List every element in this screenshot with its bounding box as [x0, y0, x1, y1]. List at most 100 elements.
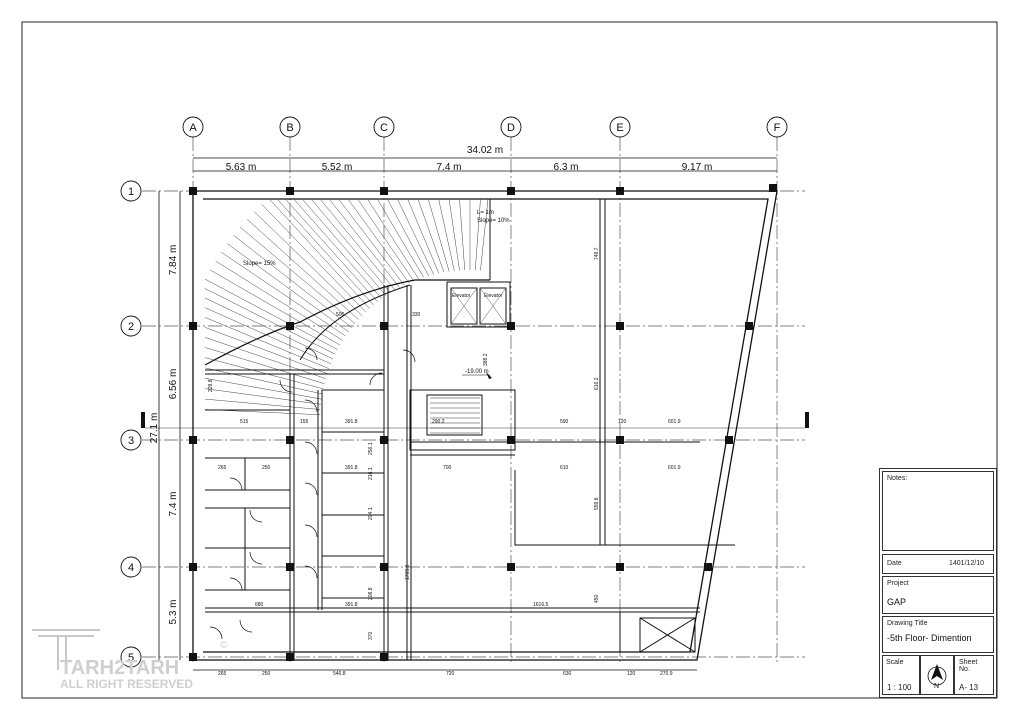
svg-text:388.2: 388.2	[483, 353, 489, 366]
row-spacing-45: 5.3 m	[168, 599, 179, 624]
ramp-hatch-line	[357, 198, 415, 282]
drawing-title-value: -5th Floor- Dimention	[887, 633, 972, 643]
ramp-slope-label: Slope= 10%	[477, 218, 510, 224]
ramp-hatch-line	[269, 198, 370, 309]
row-spacing-12: 7.84 m	[168, 245, 179, 276]
column-square	[286, 563, 294, 571]
column-square	[616, 187, 624, 195]
svg-text:120: 120	[627, 671, 636, 677]
grid-label-col: B	[286, 122, 293, 134]
ramp-hatch-line	[204, 398, 321, 410]
level-mark: -19.00 m	[465, 369, 489, 375]
svg-text:229.8: 229.8	[208, 379, 214, 392]
stair	[430, 397, 480, 434]
column-square	[189, 653, 197, 661]
ramp-hatch-line	[233, 235, 352, 328]
svg-text:506: 506	[336, 312, 345, 318]
ramp-hatch-line	[246, 219, 359, 320]
grid-label-row: 3	[128, 435, 134, 447]
sheet-value: A- 13	[959, 683, 979, 692]
ramp-hatch-line	[448, 198, 460, 271]
col-spacing-cd: 7.4 m	[436, 162, 461, 173]
ramp-hatch-line	[261, 204, 366, 313]
section-marker-left	[141, 412, 145, 428]
grid-label-col: D	[507, 122, 515, 134]
parking-ramp	[204, 198, 489, 416]
column-square	[380, 187, 388, 195]
ramp-hatch-line	[204, 367, 323, 395]
svg-text:1709.8: 1709.8	[405, 564, 411, 580]
grid-label-col: F	[774, 122, 781, 134]
svg-text:680: 680	[255, 602, 264, 608]
svg-text:601.9: 601.9	[668, 465, 681, 471]
ramp-hatch-line	[254, 211, 363, 316]
ramp-hatch-line	[387, 198, 429, 276]
svg-text:290.2: 290.2	[432, 419, 445, 425]
column-square	[616, 436, 624, 444]
grid-bubble-row	[120, 429, 142, 451]
svg-text:1616.5: 1616.5	[533, 602, 549, 608]
svg-text:216.1: 216.1	[368, 467, 374, 480]
elevator-label-1: Elevator	[452, 293, 471, 299]
top-dimension-chain	[193, 157, 777, 172]
section-marker-right	[805, 412, 809, 428]
column-square	[380, 322, 388, 330]
column-square	[286, 653, 294, 661]
svg-text:450: 450	[594, 594, 600, 603]
ramp-hatch-line	[204, 388, 321, 405]
grid-label-col: A	[189, 122, 197, 134]
svg-text:370: 370	[368, 631, 374, 640]
grid-bubble-col	[182, 116, 204, 138]
elevator-cars	[450, 287, 507, 325]
grid-bubble-col	[500, 116, 522, 138]
column-square	[507, 436, 515, 444]
col-spacing-bc: 5.52 m	[322, 162, 353, 173]
ramp-hatch-line	[438, 198, 455, 271]
row-spacing-23: 6.56 m	[168, 369, 179, 400]
svg-text:391.8: 391.8	[345, 465, 358, 471]
svg-text:546.8: 546.8	[333, 671, 346, 677]
grid-label-row: 1	[128, 186, 134, 198]
svg-text:N: N	[934, 683, 939, 690]
grid-bubble-col	[766, 116, 788, 138]
ramp-hatch-line	[204, 307, 332, 365]
svg-text:155: 155	[300, 419, 309, 425]
ramp-hatch-line	[319, 198, 396, 291]
ramp-hatch-line	[310, 198, 391, 293]
grid-label-row: 5	[128, 652, 134, 664]
ramp-hatch-line	[302, 198, 387, 296]
col-spacing-de: 6.3 m	[553, 162, 578, 173]
ramp-hatch-line	[204, 278, 338, 350]
svg-text:250: 250	[262, 465, 271, 471]
ramp-hatch-line	[204, 337, 326, 379]
grid-label-col: C	[380, 122, 388, 134]
column-square	[745, 322, 753, 330]
date-box: Date 1401/12/10	[882, 554, 994, 574]
interior-dimensions: 506 330 748.7 388.2 616.2 515 155 391.8 …	[208, 247, 681, 677]
grid-bubble-row	[120, 315, 142, 337]
ramp-hatch-line	[204, 378, 322, 400]
notes-box: Notes:	[882, 471, 994, 551]
ramp-length-label: L= 1m	[477, 210, 494, 216]
column-square	[286, 187, 294, 195]
column-square	[704, 563, 712, 571]
interior-walls	[205, 199, 735, 660]
grid-bubble-col	[279, 116, 301, 138]
ramp-hatch-line	[204, 297, 334, 360]
watermark-copyright: ©	[220, 640, 228, 651]
ramp-hatch-line	[417, 198, 445, 273]
column-square	[189, 187, 197, 195]
svg-text:601.9: 601.9	[668, 419, 681, 425]
svg-text:590: 590	[560, 419, 569, 425]
svg-text:265: 265	[218, 465, 227, 471]
scale-label: Scale	[886, 659, 904, 666]
svg-text:391.8: 391.8	[345, 602, 358, 608]
ramp-hatch-line	[328, 198, 400, 288]
cursor-icon	[486, 372, 492, 379]
svg-text:610: 610	[560, 465, 569, 471]
ramp-hatch-line	[397, 198, 434, 275]
svg-text:616.2: 616.2	[594, 377, 600, 390]
column-square	[616, 563, 624, 571]
